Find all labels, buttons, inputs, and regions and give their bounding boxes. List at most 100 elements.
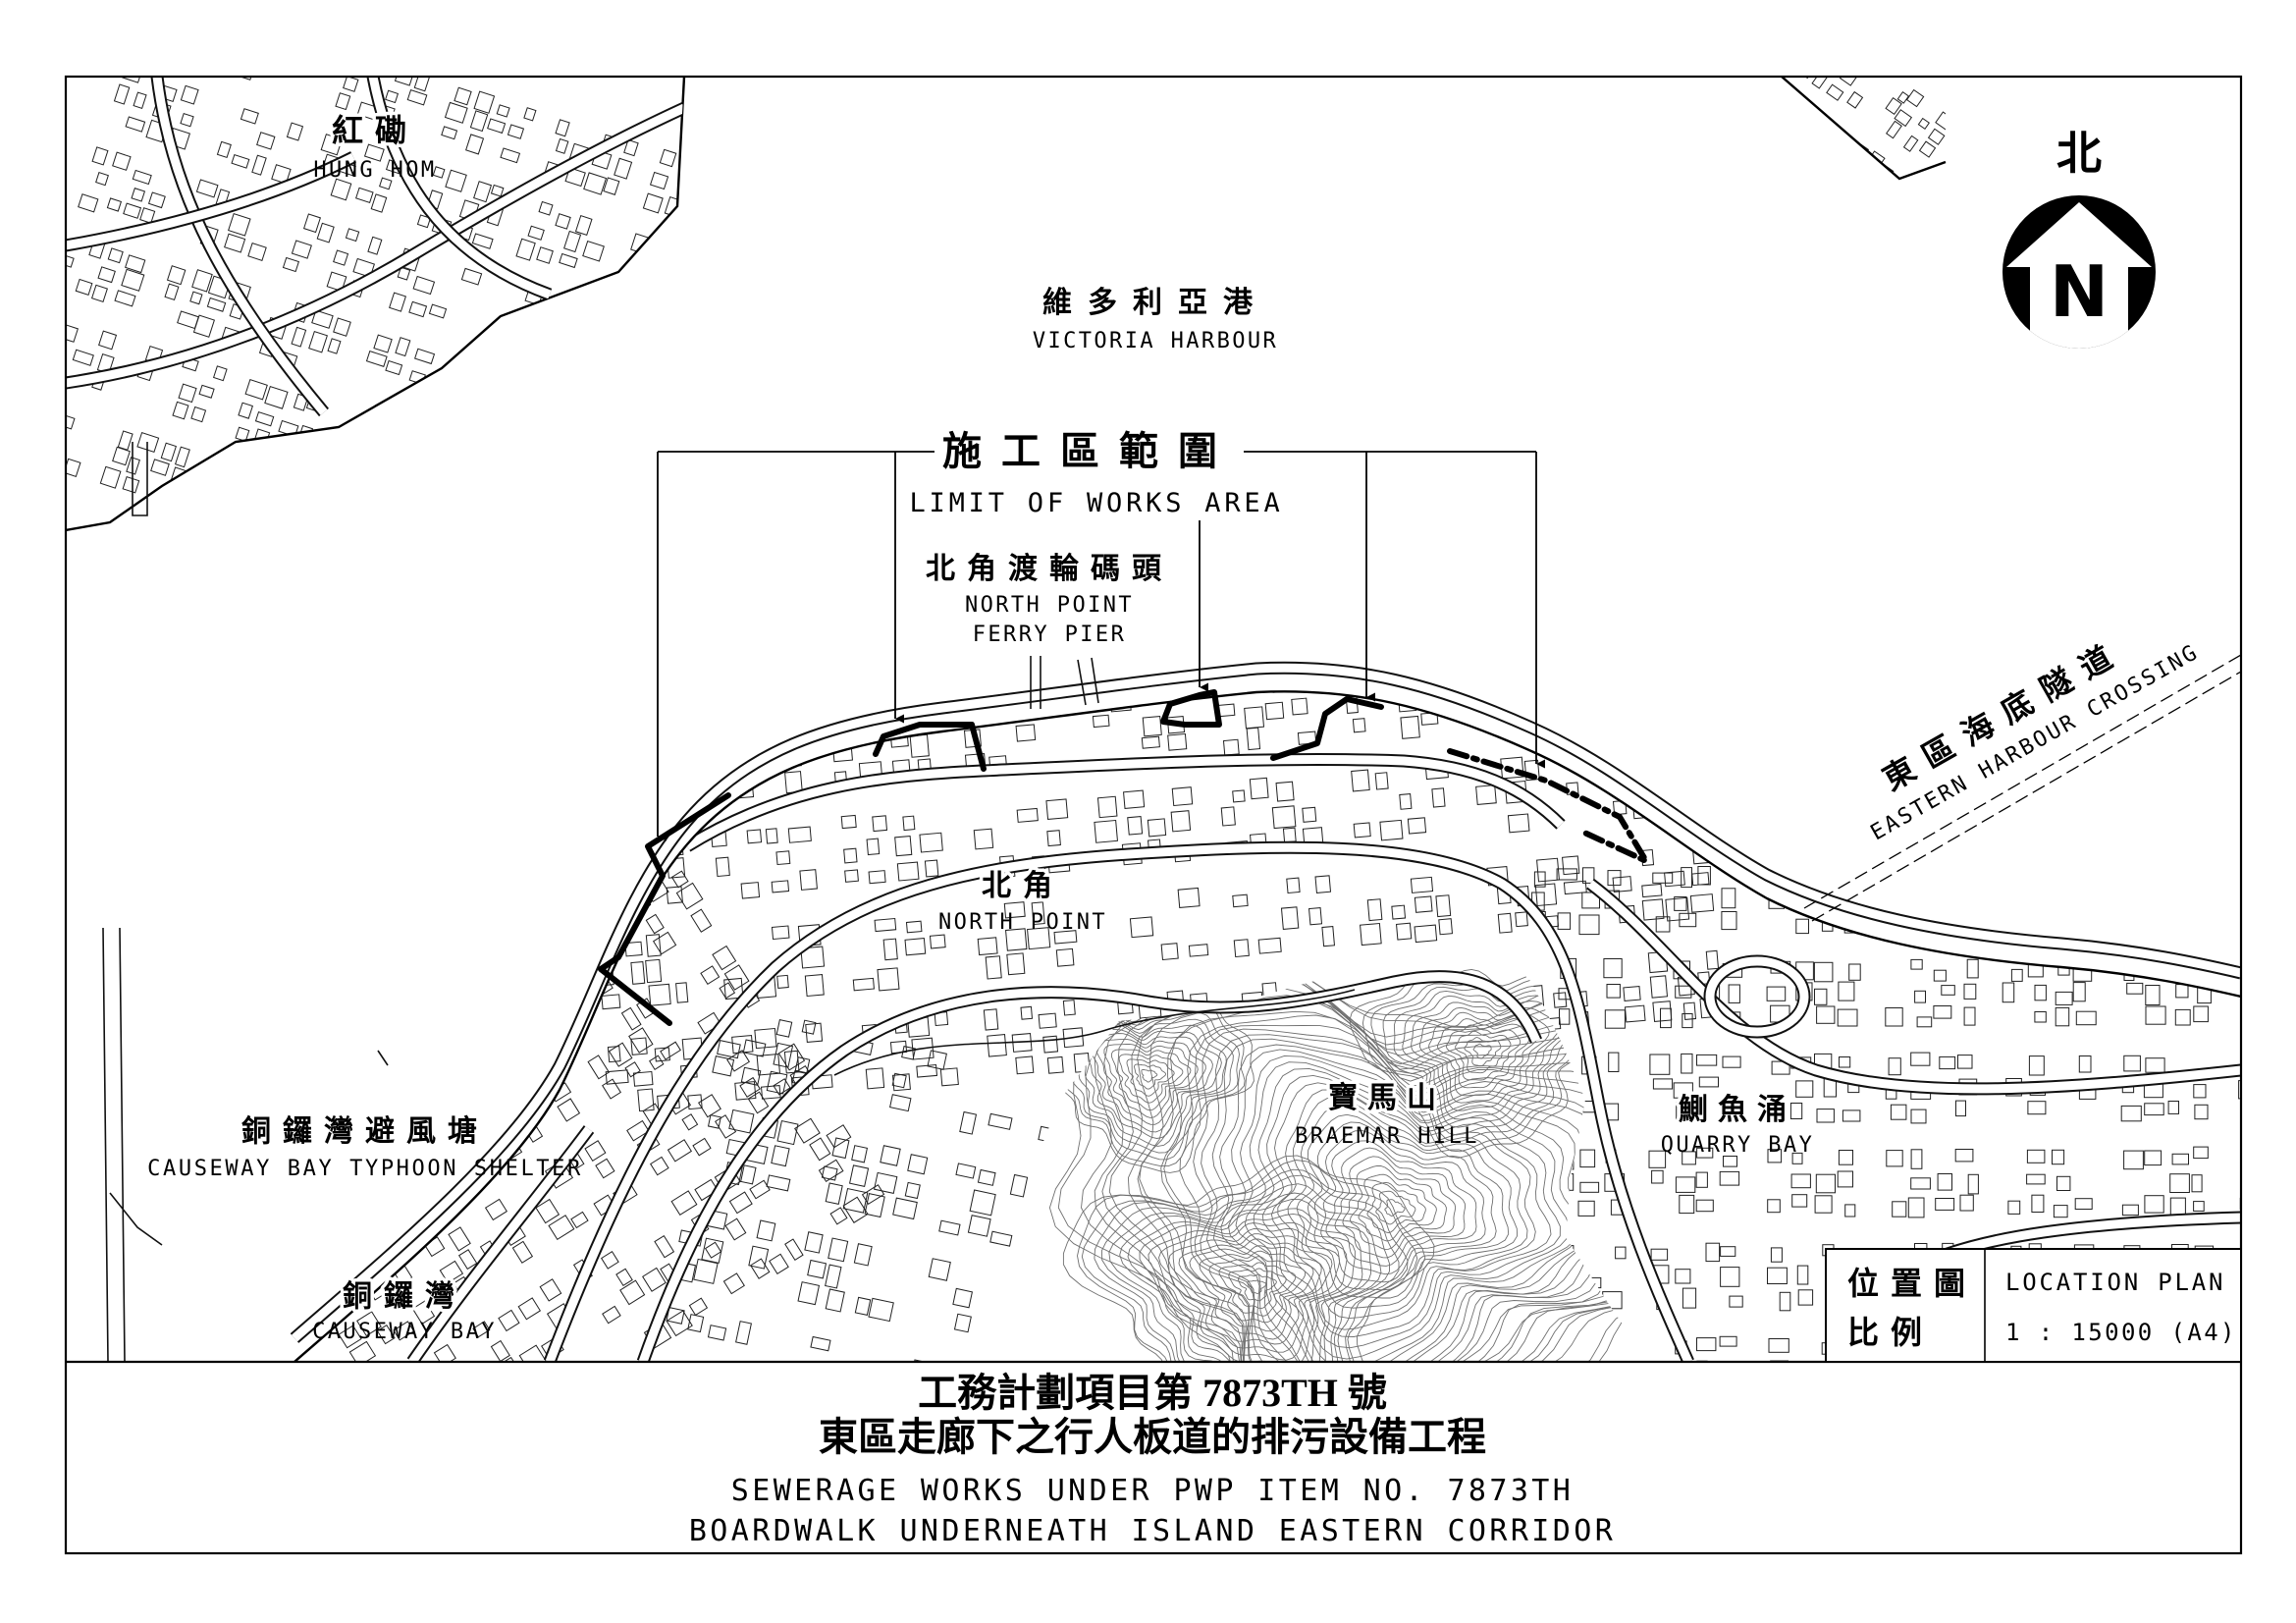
building	[114, 290, 136, 307]
building	[2193, 1146, 2209, 1160]
building	[1963, 1006, 1976, 1026]
building	[2028, 1055, 2045, 1076]
building	[1894, 109, 1913, 128]
building	[1770, 1247, 1783, 1263]
building	[1868, 176, 1881, 179]
building	[238, 402, 253, 419]
building	[91, 146, 109, 166]
building	[825, 1182, 843, 1205]
building	[235, 426, 250, 443]
building	[376, 424, 391, 439]
building	[1910, 1149, 1923, 1169]
building	[2034, 916, 2048, 934]
building	[842, 1196, 869, 1223]
building	[2052, 1149, 2065, 1165]
building	[291, 240, 312, 259]
building	[554, 326, 576, 345]
contour-line	[1366, 1181, 1426, 1233]
works-area-leaders	[657, 451, 1545, 841]
building	[1905, 88, 1925, 108]
building	[335, 92, 351, 111]
building	[172, 401, 189, 420]
building	[666, 268, 684, 290]
building	[1934, 892, 1955, 904]
contour-line	[1072, 1022, 1227, 1147]
building	[1665, 896, 1690, 922]
building	[1604, 1009, 1626, 1029]
building	[1520, 691, 1535, 702]
building	[123, 202, 142, 219]
building	[1861, 77, 1880, 79]
building	[549, 348, 570, 366]
building	[400, 1418, 421, 1436]
building	[1399, 793, 1413, 810]
building	[1859, 189, 1880, 210]
building	[1849, 51, 1869, 71]
building	[2174, 1008, 2191, 1026]
building	[1046, 1055, 1064, 1074]
building	[1933, 969, 1947, 982]
building	[587, 886, 613, 910]
building	[1435, 894, 1452, 918]
building	[264, 385, 289, 409]
building	[983, 1008, 999, 1031]
building	[473, 90, 496, 114]
location-plan-label-en: LOCATION PLAN	[2005, 1269, 2225, 1296]
building	[1492, 691, 1513, 696]
building	[1414, 924, 1438, 944]
building	[891, 1073, 911, 1092]
building	[303, 1259, 328, 1284]
building	[690, 908, 713, 933]
building	[555, 960, 583, 989]
building	[271, 164, 292, 185]
building	[2005, 894, 2019, 907]
building	[681, 1113, 699, 1131]
building	[2242, 989, 2262, 1004]
building	[1696, 1054, 1718, 1066]
building	[987, 1034, 1007, 1057]
building	[545, 298, 561, 318]
contour-line	[1305, 1113, 1510, 1299]
building	[490, 456, 514, 477]
building	[1885, 96, 1902, 116]
building	[1171, 786, 1194, 807]
victoria-harbour-label-en: VICTORIA HARBOUR	[1033, 329, 1278, 353]
building	[593, 451, 609, 467]
building	[842, 1187, 869, 1214]
building	[444, 1450, 467, 1473]
building	[471, 233, 494, 249]
building	[439, 1260, 464, 1284]
building	[1282, 827, 1297, 843]
building	[1767, 1103, 1786, 1113]
building	[1782, 90, 1799, 110]
building	[601, 994, 621, 1010]
building	[484, 981, 506, 1002]
building	[650, 243, 669, 260]
contour-line	[1088, 1033, 1213, 1133]
building	[294, 28, 311, 43]
building	[1321, 926, 1336, 947]
building	[1603, 958, 1623, 979]
building	[637, 764, 655, 779]
building	[704, 171, 717, 183]
building	[1811, 77, 1829, 89]
braemar-hill-label-zh: 寶馬山	[1328, 1081, 1446, 1115]
building	[919, 832, 943, 853]
building	[654, 1047, 670, 1062]
building	[2145, 1057, 2165, 1073]
building	[2010, 968, 2023, 982]
building	[190, 406, 207, 423]
building	[1885, 1007, 1903, 1027]
building	[2175, 984, 2189, 999]
building	[873, 1171, 898, 1194]
contour-line	[1193, 1028, 1637, 1362]
building	[535, 563, 549, 576]
hill-contours	[1040, 947, 1649, 1362]
building	[1468, 657, 1485, 677]
building	[1042, 1035, 1059, 1054]
building	[396, 1289, 412, 1307]
building	[327, 1218, 347, 1240]
contour-line	[1148, 1221, 1356, 1362]
north-arrow: 北 N	[2002, 127, 2156, 349]
building	[840, 814, 857, 830]
